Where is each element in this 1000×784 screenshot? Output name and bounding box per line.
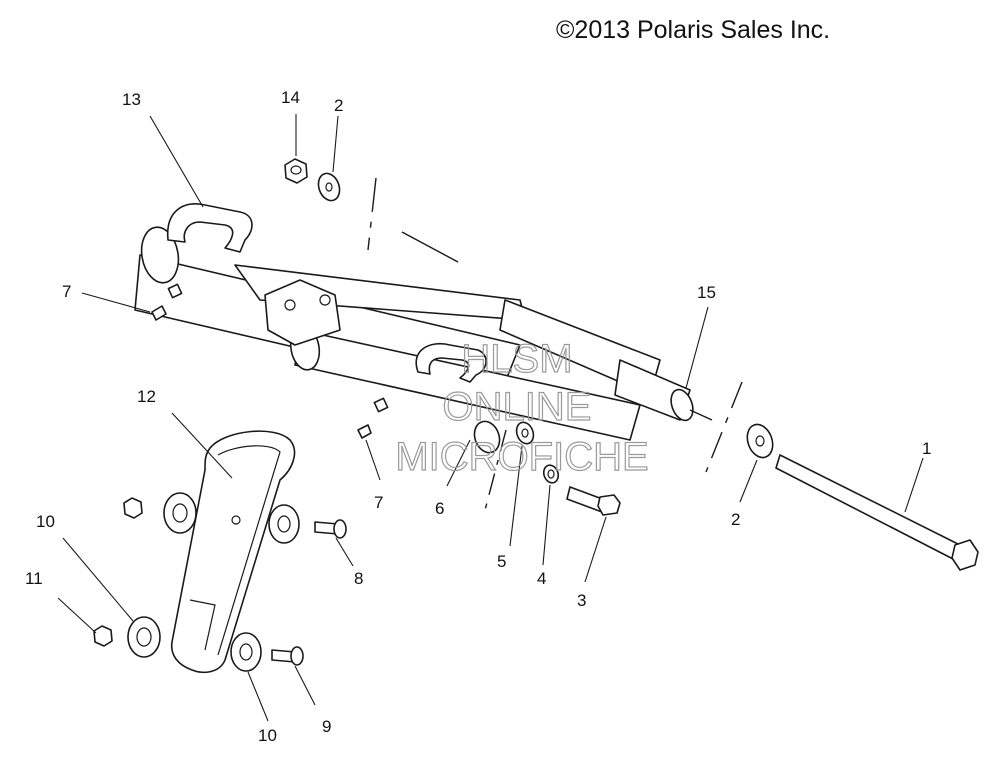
watermark-line-2: ONLINE [443, 385, 592, 429]
callout-5: 5 [497, 552, 506, 571]
callout-10-bottom: 10 [258, 726, 277, 745]
center-lines [367, 177, 743, 515]
callout-13: 13 [122, 90, 141, 109]
leader-lines [57, 114, 924, 722]
callout-9: 9 [322, 717, 331, 736]
hardware-parts [151, 158, 979, 571]
swing-arm-assembly [134, 203, 694, 454]
watermark-line-1: HLSM [461, 337, 572, 381]
callout-3: 3 [577, 591, 586, 610]
callout-1: 1 [922, 439, 931, 458]
callout-6: 6 [435, 499, 444, 518]
watermark-line-3: MICROFICHE [395, 435, 648, 479]
callout-2-top: 2 [334, 96, 343, 115]
callout-10-top: 10 [36, 512, 55, 531]
callout-4: 4 [537, 569, 546, 588]
callout-11: 11 [25, 569, 43, 588]
callout-15: 15 [697, 283, 716, 302]
callout-labels: 1 2 2 3 4 5 6 7 7 8 9 10 10 11 12 13 14 … [25, 88, 931, 745]
callout-8: 8 [354, 569, 363, 588]
link-arm-assembly [93, 430, 347, 674]
callout-7-center: 7 [374, 493, 383, 512]
callout-12: 12 [137, 387, 156, 406]
callout-2-right: 2 [731, 510, 740, 529]
watermark: HLSM ONLINE MICROFICHE [395, 336, 650, 479]
copyright-text: ©2013 Polaris Sales Inc. [556, 16, 831, 44]
callout-14: 14 [281, 88, 300, 107]
callout-7-left: 7 [62, 282, 71, 301]
